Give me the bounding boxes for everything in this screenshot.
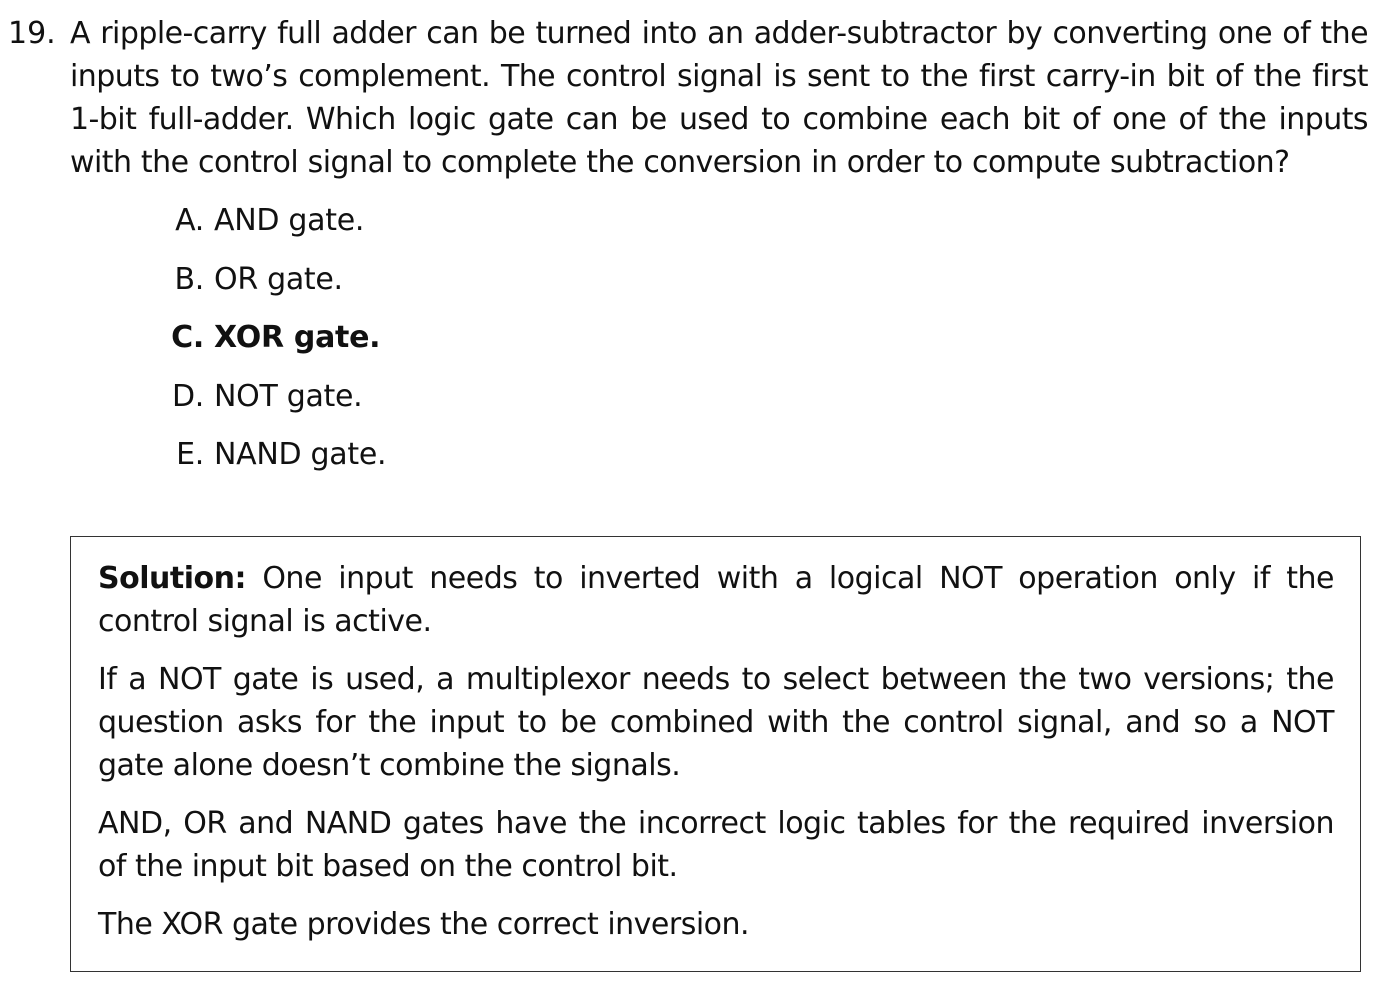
solution-paragraph: Solution: One input needs to inverted wi… — [98, 557, 1334, 643]
solution-label: Solution: — [98, 561, 246, 596]
solution-box: Solution: One input needs to inverted wi… — [70, 536, 1361, 972]
option-letter: E. — [176, 437, 204, 472]
option-text: XOR gate. — [214, 320, 381, 355]
question-19: 19. A ripple-carry full adder can be tur… — [8, 12, 1369, 184]
solution-paragraph: The XOR gate provides the correct invers… — [98, 907, 750, 942]
option-letter: C. — [171, 320, 204, 355]
option-b[interactable]: B. OR gate. — [160, 257, 386, 316]
question-number: 19. — [8, 16, 56, 51]
solution-paragraph: AND, OR and NAND gates have the incorrec… — [98, 806, 1335, 884]
question-text: A ripple-carry full adder can be turned … — [70, 16, 1369, 180]
option-letter: D. — [171, 378, 204, 414]
option-text: OR gate. — [214, 261, 343, 297]
option-c-correct[interactable]: C. XOR gate. — [160, 315, 386, 374]
option-a[interactable]: A. AND gate. — [160, 198, 386, 257]
option-e[interactable]: E. NAND gate. — [160, 432, 386, 491]
answer-options: A. AND gate. B. OR gate. C. XOR gate. D.… — [160, 198, 386, 491]
option-letter: B. — [174, 261, 204, 297]
option-d[interactable]: D. NOT gate. — [160, 374, 386, 433]
option-letter: A. — [175, 203, 204, 238]
solution-text: One input needs to inverted with a logic… — [98, 561, 1334, 639]
option-text: NOT gate. — [214, 378, 363, 414]
solution-paragraph: If a NOT gate is used, a multiplexor nee… — [98, 662, 1335, 783]
option-text: NAND gate. — [214, 437, 387, 472]
option-text: AND gate. — [214, 203, 365, 238]
